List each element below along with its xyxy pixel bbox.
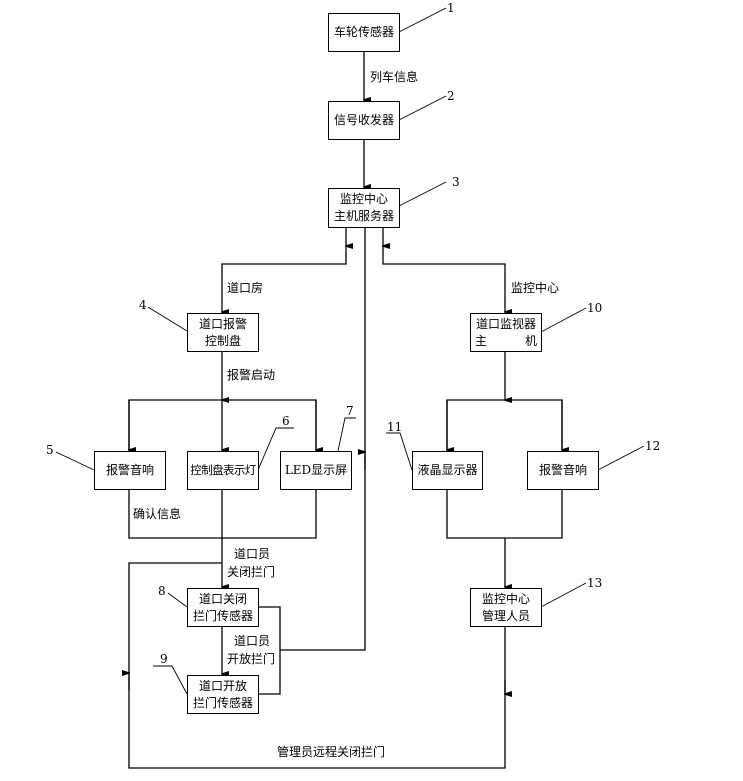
node-10-text-1: 道口监视器 <box>475 316 536 331</box>
leader-8 <box>167 592 188 608</box>
leader-13 <box>540 582 587 608</box>
ref-number-9: 9 <box>160 652 168 666</box>
label-keeper-open-1: 道口员 <box>234 634 271 648</box>
leader-12 <box>597 445 645 471</box>
leader-1 <box>398 7 447 33</box>
node-11-text: 液晶显示器 <box>417 463 478 477</box>
ref-number-3: 3 <box>452 175 460 189</box>
node-13-text-2: 管理人员 <box>481 608 530 623</box>
node-7-text: LED显示屏 <box>284 463 348 477</box>
node-12-text: 报警音响 <box>538 463 587 477</box>
node-lcd-display: 液晶显示器 <box>412 451 483 490</box>
node-6-text: 控制盘表示灯 <box>190 463 256 477</box>
ref-number-12: 12 <box>645 439 661 453</box>
node-8-text-1: 道口关闭 <box>198 591 247 606</box>
ref-number-7: 7 <box>346 404 354 418</box>
node-4-text-1: 道口报警 <box>198 316 247 331</box>
edge-3-10 <box>382 246 512 315</box>
ref-number-8: 8 <box>158 584 166 598</box>
label-confirm-info: 确认信息 <box>133 507 182 521</box>
leader-6 <box>257 427 294 471</box>
label-alarm-start: 报警启动 <box>227 368 276 382</box>
label-keeper-close-1: 道口员 <box>234 547 271 561</box>
label-keeper-close-2: 关闭拦门 <box>227 565 276 579</box>
leader-9 <box>153 665 188 695</box>
node-wheel-sensor: 车轮传感器 <box>328 13 400 52</box>
ref-number-5: 5 <box>46 443 54 457</box>
label-remote-close: 管理员远程关闭拦门 <box>277 745 386 759</box>
node-gate-close-sensor: 道口关闭 拦门传感器 <box>187 588 259 627</box>
label-keeper-open-2: 开放拦门 <box>227 652 276 666</box>
leader-5 <box>55 451 95 471</box>
node-10-text-2a: 主 <box>475 333 488 348</box>
ref-number-11: 11 <box>387 420 403 434</box>
edge-3-4 <box>221 246 347 315</box>
node-3-text-1: 监控中心 <box>339 192 388 206</box>
edge-bracket-to-3 <box>280 227 366 651</box>
leader-7 <box>337 417 356 452</box>
leader-2 <box>398 95 447 121</box>
branch-10-bar <box>446 399 563 450</box>
label-monitor-center: 监控中心 <box>511 281 560 295</box>
ref-number-1: 1 <box>447 1 455 15</box>
node-signal-transceiver: 信号收发器 <box>328 101 400 140</box>
leader-10 <box>540 307 587 333</box>
leader-3 <box>398 181 447 207</box>
node-crossing-monitor-host: 道口监视器 主 机 <box>470 313 542 352</box>
edge-13-remote <box>128 562 506 769</box>
node-crossing-alarm-panel: 道口报警 控制盘 <box>187 313 259 352</box>
ref-number-10: 10 <box>587 301 603 315</box>
ref-number-2: 2 <box>447 89 455 103</box>
edge-11-12-merge <box>446 489 563 539</box>
node-8-text-2: 拦门传感器 <box>192 608 253 623</box>
leader-11 <box>386 432 413 471</box>
node-9-text-1: 道口开放 <box>198 678 247 693</box>
node-10-text-2: 主 机 <box>475 333 537 350</box>
ref-number-4: 4 <box>139 298 147 312</box>
node-monitor-center-staff: 监控中心 管理人员 <box>470 588 542 627</box>
node-monitor-center-server: 监控中心 主机服务器 <box>328 188 400 228</box>
node-3-text-2: 主机服务器 <box>333 209 394 223</box>
node-panel-indicator: 控制盘表示灯 <box>187 451 259 490</box>
node-10-text-2b: 机 <box>524 333 537 348</box>
node-13-text-1: 监控中心 <box>481 591 530 606</box>
label-crossing-house: 道口房 <box>227 281 264 295</box>
node-alarm-speaker-left: 报警音响 <box>94 451 166 490</box>
ref-number-6: 6 <box>282 414 290 428</box>
node-led-display: LED显示屏 <box>280 451 352 490</box>
node-9-text-2: 拦门传感器 <box>192 695 253 710</box>
node-alarm-speaker-right: 报警音响 <box>527 451 599 490</box>
ref-number-13: 13 <box>587 576 603 590</box>
node-5-text: 报警音响 <box>105 463 154 477</box>
node-gate-open-sensor: 道口开放 拦门传感器 <box>187 675 259 714</box>
label-train-info: 列车信息 <box>370 70 419 84</box>
node-4-text-2: 控制盘 <box>204 333 241 348</box>
node-1-text: 车轮传感器 <box>333 25 394 39</box>
leader-4 <box>147 306 188 332</box>
node-2-text: 信号收发器 <box>333 113 394 127</box>
